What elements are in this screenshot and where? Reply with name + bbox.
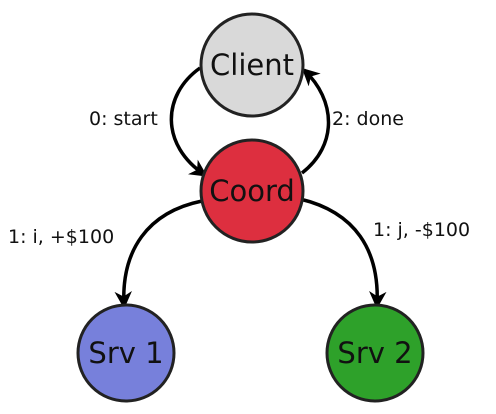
edge-srv1-arrow — [114, 199, 203, 309]
node-srv1-label: Srv 1 — [88, 336, 163, 370]
node-coord-label: Coord — [209, 174, 295, 208]
edge-done-label: 2: done — [332, 108, 404, 130]
node-srv2-label: Srv 2 — [337, 336, 412, 370]
edge-start-arrow — [169, 66, 208, 177]
node-coord-circle — [199, 138, 305, 244]
node-client: Client — [199, 12, 305, 118]
edge-srv2-arrow — [299, 197, 387, 309]
edge-done-arrow — [300, 68, 331, 175]
edge-srv1-label: 1: i, +$100 — [8, 226, 114, 248]
edge-srv2-label: 1: j, -$100 — [373, 219, 470, 241]
node-srv2: Srv 2 — [325, 303, 425, 403]
edge-start-label: 0: start — [89, 108, 158, 130]
node-client-circle — [199, 12, 305, 118]
node-srv1-circle — [76, 303, 176, 403]
node-coord: Coord — [199, 138, 305, 244]
node-srv1: Srv 1 — [76, 303, 176, 403]
node-client-label: Client — [210, 48, 294, 82]
node-srv2-circle — [325, 303, 425, 403]
